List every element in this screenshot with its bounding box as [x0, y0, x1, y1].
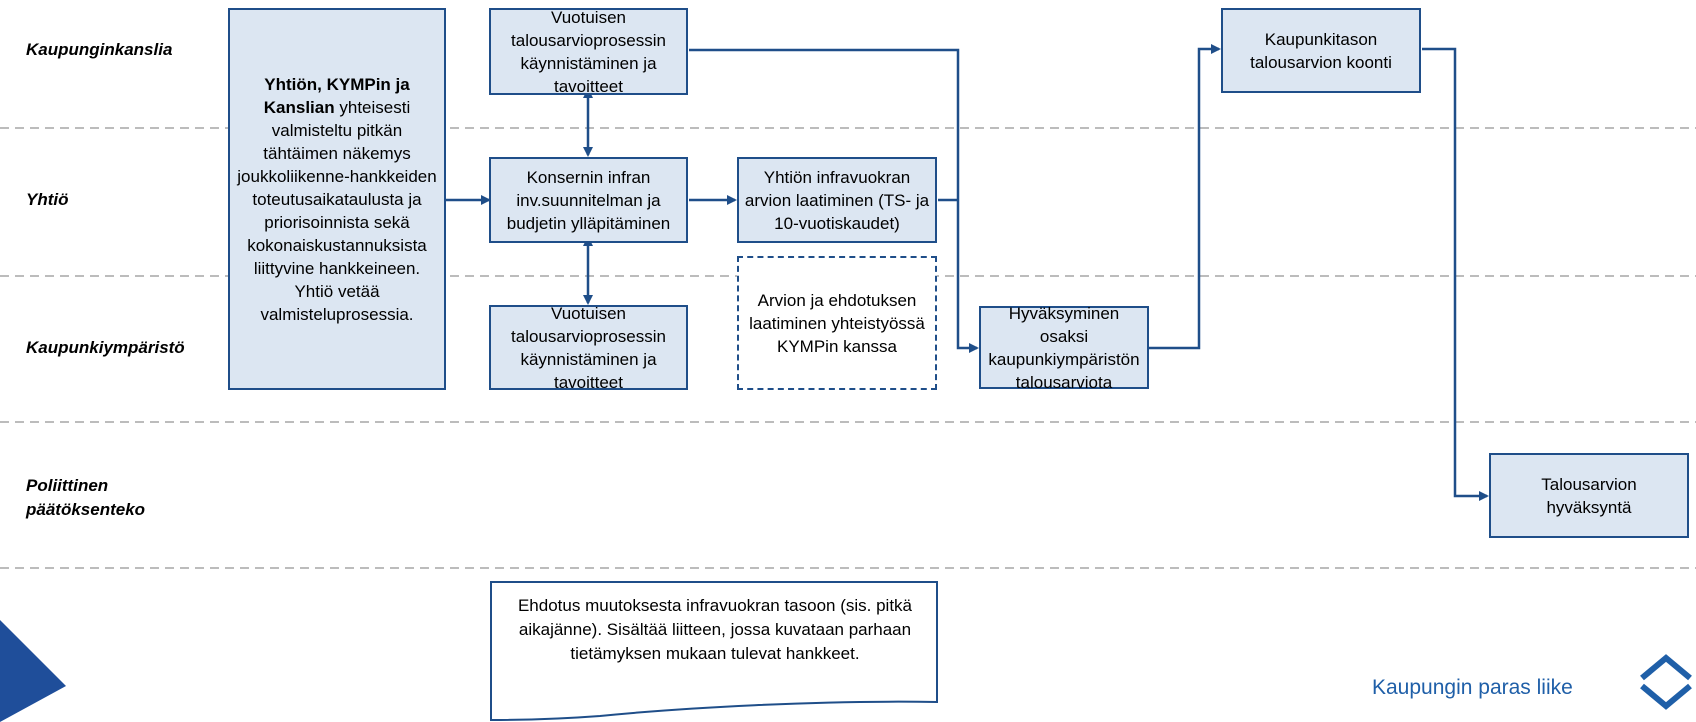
budget-start-kanslia-label: Vuotuisen talousarvioprosessin käynnistä…	[511, 7, 666, 96]
talousarvio-hyvaksynta-label: Talousarvion hyväksyntä	[1541, 474, 1637, 517]
budget-start-kanslia-box: Vuotuisen talousarvioprosessin käynnistä…	[489, 7, 688, 96]
lane-label-politiikka: Poliittinen päätöksenteko	[26, 474, 145, 522]
document-note-text: Ehdotus muutoksesta infravuokran tasoon …	[517, 596, 913, 663]
arvio-ehdotus-box: Arvion ja ehdotuksen laatiminen yhteisty…	[737, 256, 937, 390]
hkl-logo-icon	[1640, 654, 1692, 710]
hyvaksyminen-label: Hyväksyminen osaksi kaupunkiympäristön t…	[988, 303, 1140, 392]
lane-label-kymp: Kaupunkiympäristö	[26, 338, 185, 357]
arrow-koonti-to-talousarvio	[1422, 47, 1489, 501]
document-note-shape	[490, 581, 938, 722]
lane-label-kanslia: Kaupunginkanslia	[26, 40, 173, 59]
infravuokra-box: Yhtiön infravuokran arvion laatiminen (T…	[737, 157, 937, 243]
corner-triangle-decoration	[0, 620, 66, 722]
lane-label-yhtio: Yhtiö	[26, 190, 69, 209]
infravuokra-label: Yhtiön infravuokran arvion laatiminen (T…	[744, 167, 930, 233]
hyvaksyminen-box: Hyväksyminen osaksi kaupunkiympäristön t…	[979, 304, 1149, 392]
budget-start-kymp-box: Vuotuisen talousarvioprosessin käynnistä…	[489, 304, 688, 392]
konserni-box: Konsernin infran inv.suunnitelman ja bud…	[489, 157, 688, 243]
koonti-label: Kaupunkitason talousarvion koonti	[1250, 29, 1392, 72]
budget-start-kymp-label: Vuotuisen talousarvioprosessin käynnistä…	[511, 303, 666, 392]
lane-label-politiikka-line1: Poliittinen	[26, 476, 109, 495]
arrow-hyvaksyminen-to-koonti	[1148, 44, 1221, 350]
lane-label-politiikka-line2: päätöksenteko	[26, 500, 146, 519]
arvio-ehdotus-label: Arvion ja ehdotuksen laatiminen yhteisty…	[749, 290, 925, 356]
vision-text: Yhtiön, KYMPin ja Kanslian yhteisesti va…	[236, 73, 438, 326]
vision-rest-text: yhteisesti valmisteltu pitkän tähtäimen …	[237, 97, 437, 324]
konserni-label: Konsernin infran inv.suunnitelman ja bud…	[506, 167, 671, 233]
talousarvio-hyvaksynta-box: Talousarvion hyväksyntä	[1489, 453, 1689, 538]
vision-bold-text: Yhtiön, KYMPin ja Kanslian	[263, 74, 410, 117]
brand-slogan: Kaupungin paras liike	[1372, 676, 1573, 699]
vision-box: Yhtiön, KYMPin ja Kanslian yhteisesti va…	[228, 8, 446, 390]
koonti-box: Kaupunkitason talousarvion koonti	[1221, 8, 1421, 93]
